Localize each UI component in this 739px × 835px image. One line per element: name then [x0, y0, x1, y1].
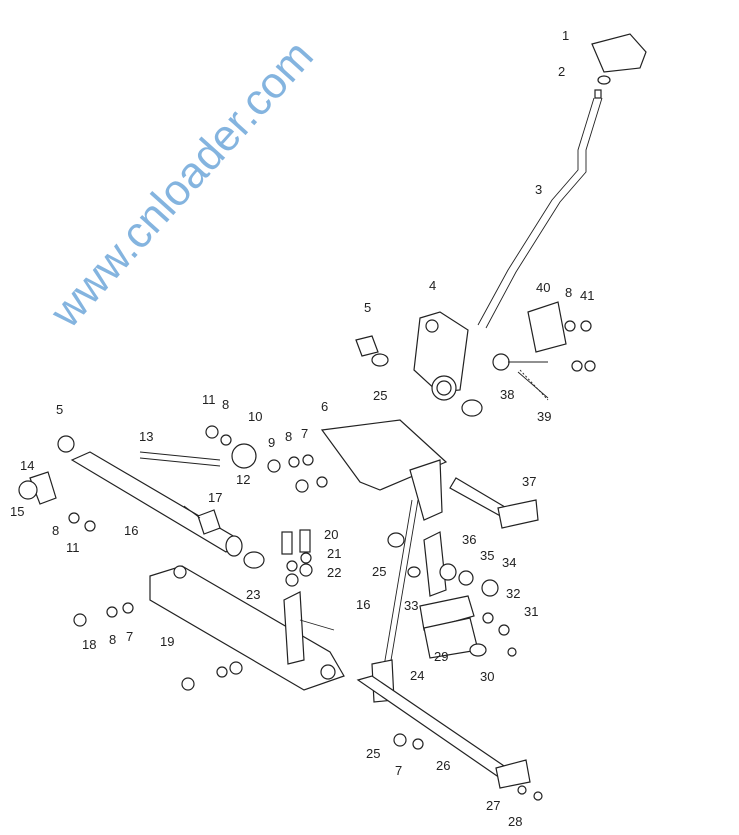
callout: 27 [486, 798, 500, 813]
callout: 24 [410, 668, 424, 683]
rod-13 [139, 451, 221, 467]
callout: 2 [558, 64, 565, 79]
callout-labels: 1 2 3 4 5 40 8 41 25 38 39 5 11 8 10 6 1… [10, 28, 594, 829]
callout: 38 [500, 387, 514, 402]
callout: 32 [506, 586, 520, 601]
watermark: www.cnloader.com [40, 31, 323, 337]
callout: 21 [327, 546, 341, 561]
callout: 17 [208, 490, 222, 505]
callout: 25 [372, 564, 386, 579]
lever-shaft [477, 97, 603, 329]
callout: 33 [404, 598, 418, 613]
callout: 5 [56, 402, 63, 417]
callout: 9 [268, 435, 275, 450]
callout: 8 [109, 632, 116, 647]
callout: 7 [301, 426, 308, 441]
callout: 23 [246, 587, 260, 602]
callout: 11 [66, 540, 80, 555]
callout: 11 [202, 392, 216, 407]
callout: 31 [524, 604, 538, 619]
callout: 40 [536, 280, 550, 295]
callout: 15 [10, 504, 24, 519]
spring-39 [517, 371, 549, 399]
callout: 12 [236, 472, 250, 487]
callout: 8 [285, 429, 292, 444]
callout: 3 [535, 182, 542, 197]
callout: 10 [248, 409, 262, 424]
callout: 13 [139, 429, 153, 444]
bracket-23 [283, 591, 305, 665]
callout: 16 [356, 597, 370, 612]
link-29 [419, 595, 475, 631]
callout: 7 [395, 763, 402, 778]
callout: 41 [580, 288, 594, 303]
callout: 16 [124, 523, 138, 538]
callout: 19 [160, 634, 174, 649]
callout: 22 [327, 565, 341, 580]
callout: 25 [373, 388, 387, 403]
rod-26 [356, 675, 512, 779]
callout: 4 [429, 278, 436, 293]
callout: 30 [480, 669, 494, 684]
lever-knob [591, 33, 647, 99]
callout: 8 [565, 285, 572, 300]
callout: 18 [82, 637, 96, 652]
callout: 1 [562, 28, 569, 43]
callout: 20 [324, 527, 338, 542]
callout: 7 [126, 629, 133, 644]
plate-40 [527, 301, 567, 353]
callout: 25 [366, 746, 380, 761]
callout: 35 [480, 548, 494, 563]
callout: 26 [436, 758, 450, 773]
callout: 34 [502, 555, 516, 570]
frame-19 [149, 565, 345, 691]
callout: 5 [364, 300, 371, 315]
callout: 29 [434, 649, 448, 664]
rod-24 [379, 499, 419, 691]
bracket-4 [413, 311, 469, 393]
callout: 6 [321, 399, 328, 414]
callout: 28 [508, 814, 522, 829]
callout: 8 [222, 397, 229, 412]
callout: 37 [522, 474, 536, 489]
callout: 36 [462, 532, 476, 547]
callout: 8 [52, 523, 59, 538]
callout: 14 [20, 458, 34, 473]
callout: 39 [537, 409, 551, 424]
